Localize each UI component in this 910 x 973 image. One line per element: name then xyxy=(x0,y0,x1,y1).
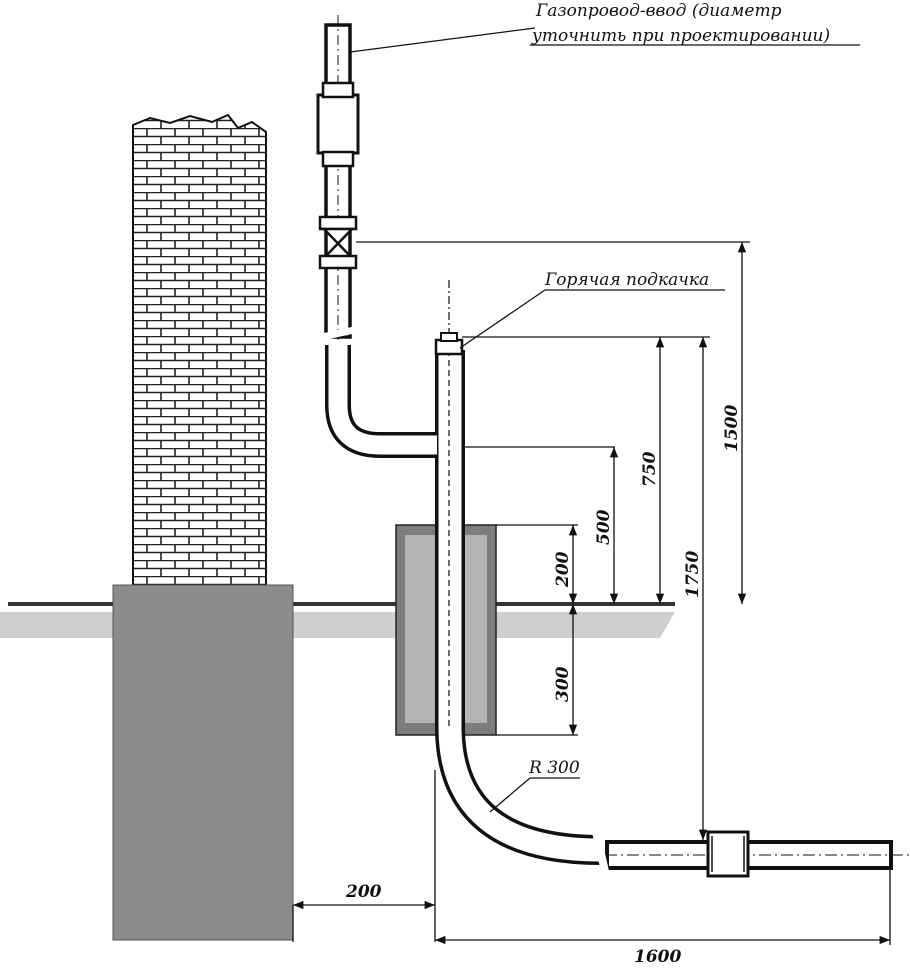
ground-strip xyxy=(0,612,675,638)
dim-200-horizontal: 200 xyxy=(345,882,382,902)
pipe-break xyxy=(321,326,355,341)
hot-tap-cap xyxy=(434,338,464,356)
leader-lines xyxy=(349,27,860,813)
label-bend-radius: R 300 xyxy=(528,758,580,778)
dim-500: 500 xyxy=(594,509,614,545)
dim-1600: 1600 xyxy=(634,947,681,967)
label-hot-tap: Горячая подкачка xyxy=(544,270,709,290)
dim-1750: 1750 xyxy=(683,551,703,598)
foundation xyxy=(112,584,294,941)
dim-1500: 1500 xyxy=(722,405,742,452)
label-gas-inlet-2: уточнить при проектировании) xyxy=(531,26,830,46)
dim-300: 300 xyxy=(553,666,573,702)
riser-pipe xyxy=(435,350,601,865)
label-gas-inlet-1: Газопровод-ввод (диаметр xyxy=(535,1,782,21)
dimension-lines xyxy=(292,241,891,945)
dim-750: 750 xyxy=(640,451,660,487)
brick-wall xyxy=(132,113,267,586)
upper-coupling xyxy=(316,93,360,155)
pipe-coupling xyxy=(706,830,750,878)
underground-pipe xyxy=(605,840,910,870)
valve-icon xyxy=(318,215,358,270)
dim-200-vertical: 200 xyxy=(553,551,573,588)
